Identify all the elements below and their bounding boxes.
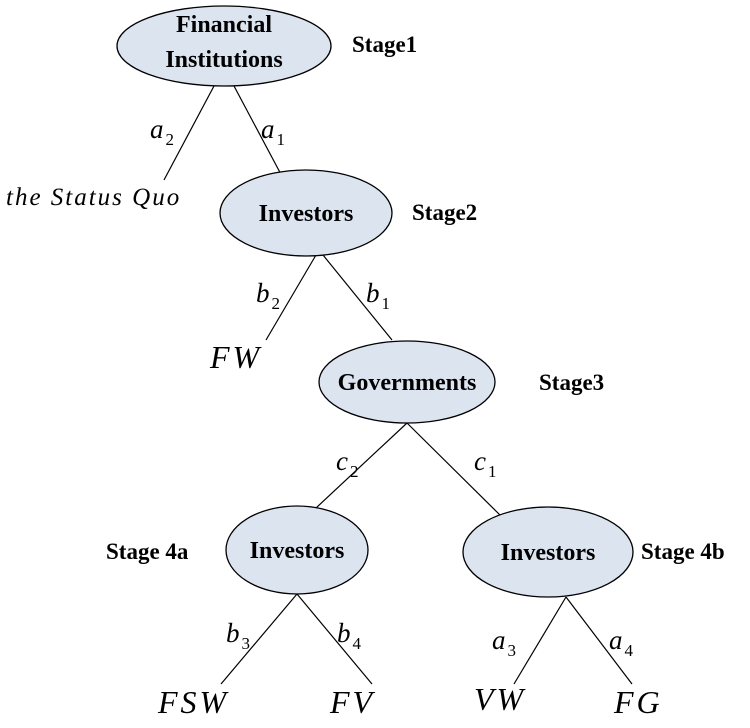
- action-c2-sub: 2: [350, 462, 359, 481]
- node-investors-stage4b: Investors: [462, 506, 634, 598]
- action-a4-sub: 4: [625, 641, 634, 660]
- edge-a2: [163, 85, 215, 181]
- action-b1-letter: b: [366, 278, 380, 308]
- action-a2-letter: a: [150, 114, 164, 144]
- node-governments-label: Governments: [338, 370, 477, 396]
- edge-c2: [300, 422, 408, 523]
- edge-b4: [296, 593, 373, 685]
- node-financial-institutions: Financial Institutions: [116, 5, 332, 87]
- outcome-vw: VW: [474, 681, 527, 717]
- node-investors-stage2-label: Investors: [259, 201, 354, 227]
- stage-label-3: Stage3: [539, 370, 604, 395]
- action-b3-sub: 3: [242, 634, 251, 653]
- stage-label-1: Stage1: [352, 32, 417, 57]
- action-c2-letter: c: [336, 446, 348, 476]
- action-a3-letter: a: [492, 625, 506, 655]
- edge-b1: [322, 254, 393, 341]
- action-b1-sub: 1: [382, 294, 391, 313]
- node-investors-stage4b-shape: [462, 506, 634, 598]
- node-financial-line2: Institutions: [165, 47, 282, 73]
- action-a3-sub: 3: [508, 641, 517, 660]
- node-investors-stage4a: Investors: [225, 505, 369, 595]
- node-investors-stage2-shape: [219, 169, 393, 257]
- outcome-fsw: FSW: [157, 684, 230, 720]
- node-investors-stage4b-label: Investors: [501, 540, 596, 566]
- edge-a3: [513, 596, 567, 685]
- action-b3-letter: b: [226, 618, 240, 648]
- outcome-fw: FW: [209, 339, 263, 375]
- edge-b2: [265, 254, 317, 341]
- edge-b3: [220, 593, 298, 685]
- outcome-status-quo: the Status Quo: [6, 184, 181, 211]
- edge-c1: [406, 422, 504, 519]
- node-financial-institutions-shape: [116, 5, 332, 87]
- stage-label-2: Stage2: [412, 200, 477, 225]
- action-a1-letter: a: [261, 114, 275, 144]
- stage-label-4a: Stage 4a: [106, 539, 189, 564]
- action-b4-sub: 4: [353, 634, 362, 653]
- action-a2-sub: 2: [166, 130, 175, 149]
- edge-a1: [233, 85, 285, 181]
- node-investors-stage4a-shape: [225, 505, 369, 595]
- stage-label-4b: Stage 4b: [641, 539, 725, 564]
- node-governments-shape: [318, 340, 496, 424]
- outcome-fg: FG: [613, 684, 663, 720]
- outcome-fv: FV: [329, 684, 376, 720]
- edges: [163, 85, 633, 685]
- action-c1-letter: c: [474, 446, 486, 476]
- action-a1-sub: 1: [277, 130, 286, 149]
- node-investors-stage4a-label: Investors: [250, 538, 345, 564]
- node-governments: Governments: [318, 340, 496, 424]
- action-b2-sub: 2: [272, 294, 281, 313]
- node-investors-stage2: Investors: [219, 169, 393, 257]
- action-c1-sub: 1: [488, 462, 497, 481]
- action-a4-letter: a: [609, 625, 623, 655]
- node-financial-line1: Financial: [176, 12, 272, 38]
- action-b2-letter: b: [256, 278, 270, 308]
- action-b4-letter: b: [337, 618, 351, 648]
- edge-a4: [565, 596, 633, 685]
